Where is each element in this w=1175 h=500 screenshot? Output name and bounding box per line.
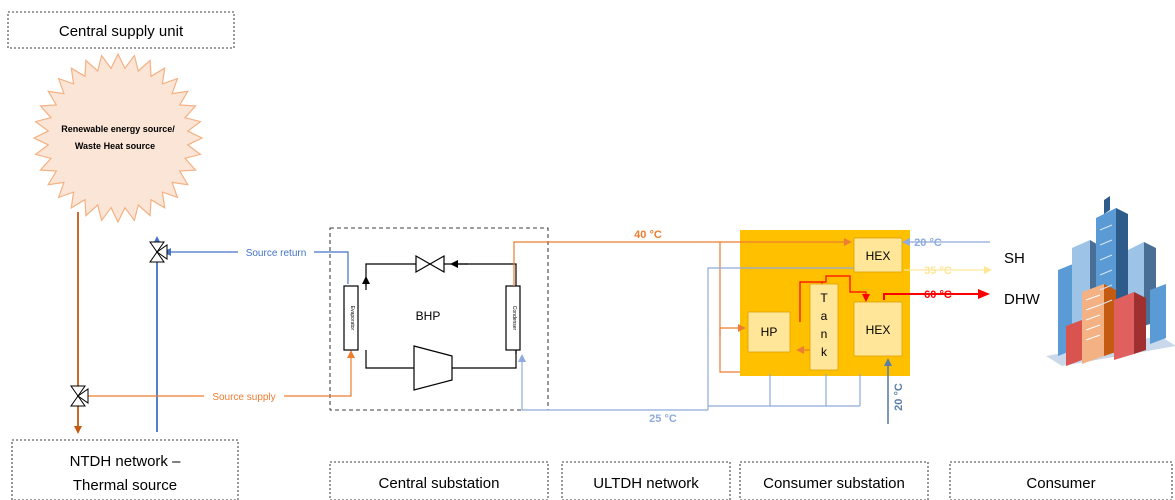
supply-temp-label: 40 °C — [634, 229, 662, 241]
renewable-source-sun-icon: Renewable energy source/ Waste Heat sour… — [32, 52, 204, 224]
tank-letter-a: a — [821, 309, 828, 323]
central-substation-label: Central substation — [379, 475, 500, 492]
hex-bottom: HEX — [853, 301, 903, 357]
hp-label: HP — [761, 325, 778, 339]
hex-top-label: HEX — [866, 249, 891, 263]
ultdh-return-collector — [707, 267, 864, 410]
consumer-box: Consumer — [949, 461, 1173, 500]
ultdh-return-pipe — [518, 354, 708, 411]
ntdh-network-label-line1: NTDH network – — [70, 453, 182, 470]
consumer-substation-box: Consumer substation — [739, 461, 929, 500]
sh-in-temp-label: 20 °C — [914, 237, 942, 249]
source-supply-pipe — [86, 350, 355, 397]
ultdh-network-label: ULTDH network — [593, 475, 699, 492]
hex-top: HEX — [853, 237, 903, 273]
cold-water-temp-label: 20 °C — [893, 383, 905, 411]
consumer-substation-label: Consumer substation — [763, 475, 905, 492]
sh-label: SH — [1004, 250, 1025, 267]
evaporator: Evaporator — [343, 285, 359, 351]
sh-out-temp-label: 35 °C — [924, 265, 952, 277]
return-temp-label: 25 °C — [649, 413, 677, 425]
central-substation-boundary — [329, 227, 549, 411]
bhp-label: BHP — [416, 309, 441, 323]
source-return-pipe — [163, 248, 349, 284]
ultdh-supply-to-hp — [719, 324, 746, 336]
central-supply-unit-label: Central supply unit — [59, 23, 184, 40]
ultdh-return-branches — [708, 374, 861, 407]
source-supply-label: Source supply — [212, 392, 275, 403]
dhw-label: DHW — [1004, 291, 1041, 308]
hex-bottom-label: HEX — [866, 323, 891, 337]
heat-pump: HP — [747, 311, 791, 353]
bhp-cycle — [362, 260, 520, 369]
dhw-temp-label: 60 °C — [924, 289, 952, 301]
tank-letter-n: n — [821, 327, 828, 341]
three-way-valve-icon — [70, 385, 89, 407]
source-label-line2: Waste Heat source — [75, 141, 155, 151]
dhw-supply-pipe — [883, 289, 990, 300]
expansion-valve-icon — [415, 254, 445, 274]
central-supply-unit-box: Central supply unit — [7, 11, 235, 49]
tank-letter-t: T — [820, 291, 828, 305]
ntdh-network-box: NTDH network – Thermal source — [11, 439, 239, 500]
condenser-label: Condenser — [511, 306, 517, 331]
source-label-line1: Renewable energy source/ — [61, 124, 175, 134]
three-way-valve-icon — [149, 241, 168, 263]
condenser: Condenser — [505, 285, 521, 351]
city-buildings-icon — [1046, 196, 1175, 366]
storage-tank: T a n k — [809, 283, 839, 371]
consumer-label: Consumer — [1026, 475, 1095, 492]
source-return-label: Source return — [246, 248, 307, 259]
compressor-icon — [413, 345, 453, 391]
central-substation-box: Central substation — [329, 461, 549, 500]
ntdh-network-label-line2: Thermal source — [73, 477, 177, 494]
dhw-tank-to-hex — [822, 275, 870, 302]
evaporator-label: Evaporator — [349, 306, 355, 331]
ultdh-network-box: ULTDH network — [561, 461, 731, 500]
tank-letter-k: k — [821, 345, 828, 359]
